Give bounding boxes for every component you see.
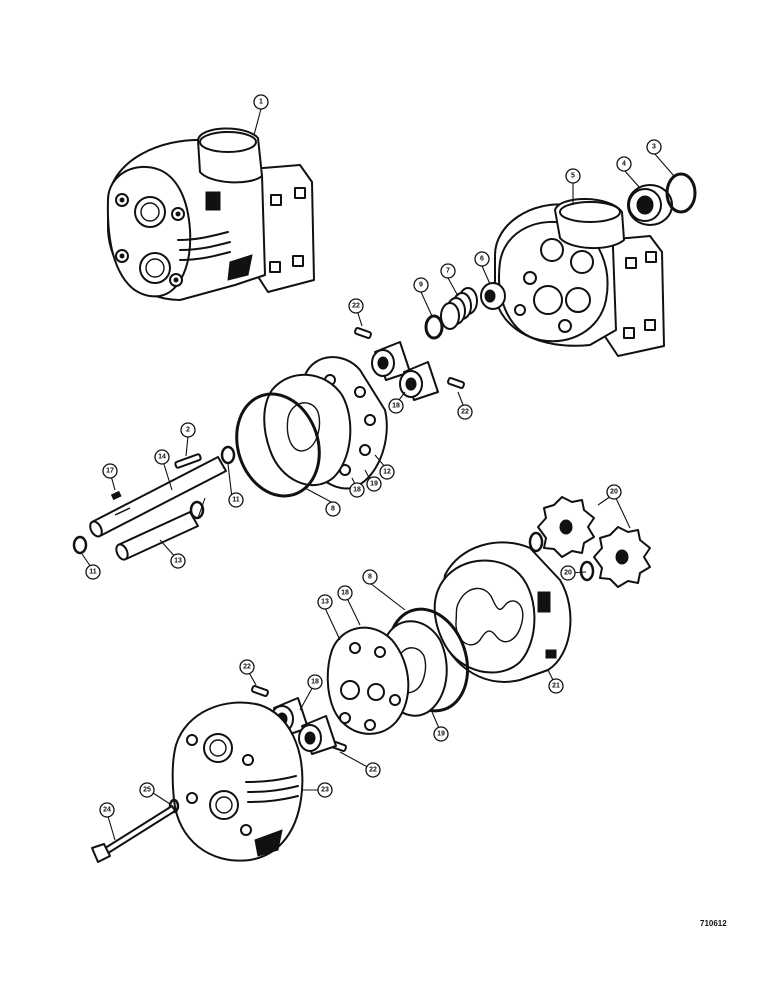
part-gear-lower-20 [593,526,651,588]
part-driven-shaft-13 [115,511,199,561]
part-ring-11c [72,535,88,555]
svg-text:22: 22 [369,767,377,774]
callout-21: 21 [548,678,564,694]
part-drive-shaft-14 [89,456,227,538]
svg-text:13: 13 [321,599,329,606]
part-dowel-22a [354,327,372,339]
part-assembled-pump [106,127,315,301]
callout-22-a: 22 [348,298,364,314]
callout-13-shaft: 13 [170,553,186,569]
part-bearings-upper-18 [371,341,439,401]
svg-text:20: 20 [610,489,618,496]
drawing-reference-number: 710612 [700,919,727,928]
svg-text:11: 11 [89,569,97,576]
callout-8-lower: 8 [362,569,378,585]
part-o-ring-upper-8 [235,392,321,498]
part-wear-plate-lower-18 [326,626,410,735]
callout-24: 24 [99,802,115,818]
svg-text:18: 18 [353,487,361,494]
svg-text:20: 20 [564,570,572,577]
svg-text:11: 11 [232,497,240,504]
callout-1: 1 [253,94,269,110]
part-ring-20a [528,531,544,553]
svg-text:8: 8 [331,506,335,513]
part-ring-11b [189,500,205,520]
part-dowel-22c [251,685,269,697]
svg-text:18: 18 [392,403,400,410]
part-spring-7 [440,287,478,330]
svg-text:1: 1 [259,99,263,106]
svg-text:19: 19 [437,731,445,738]
callout-22-c: 22 [239,659,255,675]
svg-text:2: 2 [186,427,190,434]
callout-12: 12 [379,464,395,480]
callout-13-plate: 13 [317,594,333,610]
svg-text:18: 18 [311,679,319,686]
part-front-housing [494,198,665,357]
part-seal-plate-upper-19 [263,373,352,487]
part-key-2 [174,453,202,469]
callout-23: 23 [317,782,333,798]
svg-text:13: 13 [174,558,182,565]
svg-text:9: 9 [419,282,423,289]
callout-8-upper: 8 [325,501,341,517]
callout-5: 5 [565,168,581,184]
svg-text:6: 6 [480,256,484,263]
part-ring-11a [220,445,236,465]
callout-11-right: 11 [228,492,244,508]
svg-text:14: 14 [158,454,166,461]
svg-text:3: 3 [652,144,656,151]
svg-text:5: 5 [571,173,575,180]
callout-9: 9 [413,277,429,293]
part-gear-upper-20 [537,496,595,558]
part-bearing-4 [627,184,673,226]
part-rear-cover-23 [171,701,304,862]
part-bushing-6 [480,282,506,310]
callout-20-ring: 20 [560,565,576,581]
part-snap-ring-3 [665,172,697,214]
svg-text:25: 25 [143,787,151,794]
svg-text:22: 22 [352,303,360,310]
callout-2: 2 [180,422,196,438]
part-washer-9 [424,314,444,340]
callout-18-bearing-lower: 18 [307,674,323,690]
callout-3: 3 [646,139,662,155]
part-bolt-24 [91,805,176,863]
callout-22-b: 22 [457,404,473,420]
part-key-17 [110,490,122,501]
svg-text:22: 22 [461,409,469,416]
svg-text:18: 18 [341,590,349,597]
part-dowel-22b [447,377,465,389]
svg-text:4: 4 [622,161,626,168]
svg-text:17: 17 [106,468,114,475]
part-ring-20b [579,560,595,582]
callout-20-gears: 20 [606,484,622,500]
callout-19-upper: 19 [366,476,382,492]
svg-text:24: 24 [103,807,111,814]
svg-text:8: 8 [368,574,372,581]
callout-layer: 1 2 3 4 5 6 7 8 8 9 11 11 12 13 13 14 17… [85,94,662,818]
callout-4: 4 [616,156,632,172]
callout-7: 7 [440,263,456,279]
svg-text:21: 21 [552,683,560,690]
svg-text:12: 12 [383,469,391,476]
callout-19-lower: 19 [433,726,449,742]
callout-18-plate-lower: 18 [337,585,353,601]
part-gear-housing-21 [433,541,572,683]
svg-text:19: 19 [370,481,378,488]
callout-18-bearing-upper: 18 [388,398,404,414]
svg-text:7: 7 [446,268,450,275]
callout-6: 6 [474,251,490,267]
callout-22-d: 22 [365,762,381,778]
svg-text:23: 23 [321,787,329,794]
callout-25: 25 [139,782,155,798]
svg-text:22: 22 [243,664,251,671]
callout-14: 14 [154,449,170,465]
callout-11-left: 11 [85,564,101,580]
callout-17: 17 [102,463,118,479]
callout-18-plate-upper: 18 [349,482,365,498]
